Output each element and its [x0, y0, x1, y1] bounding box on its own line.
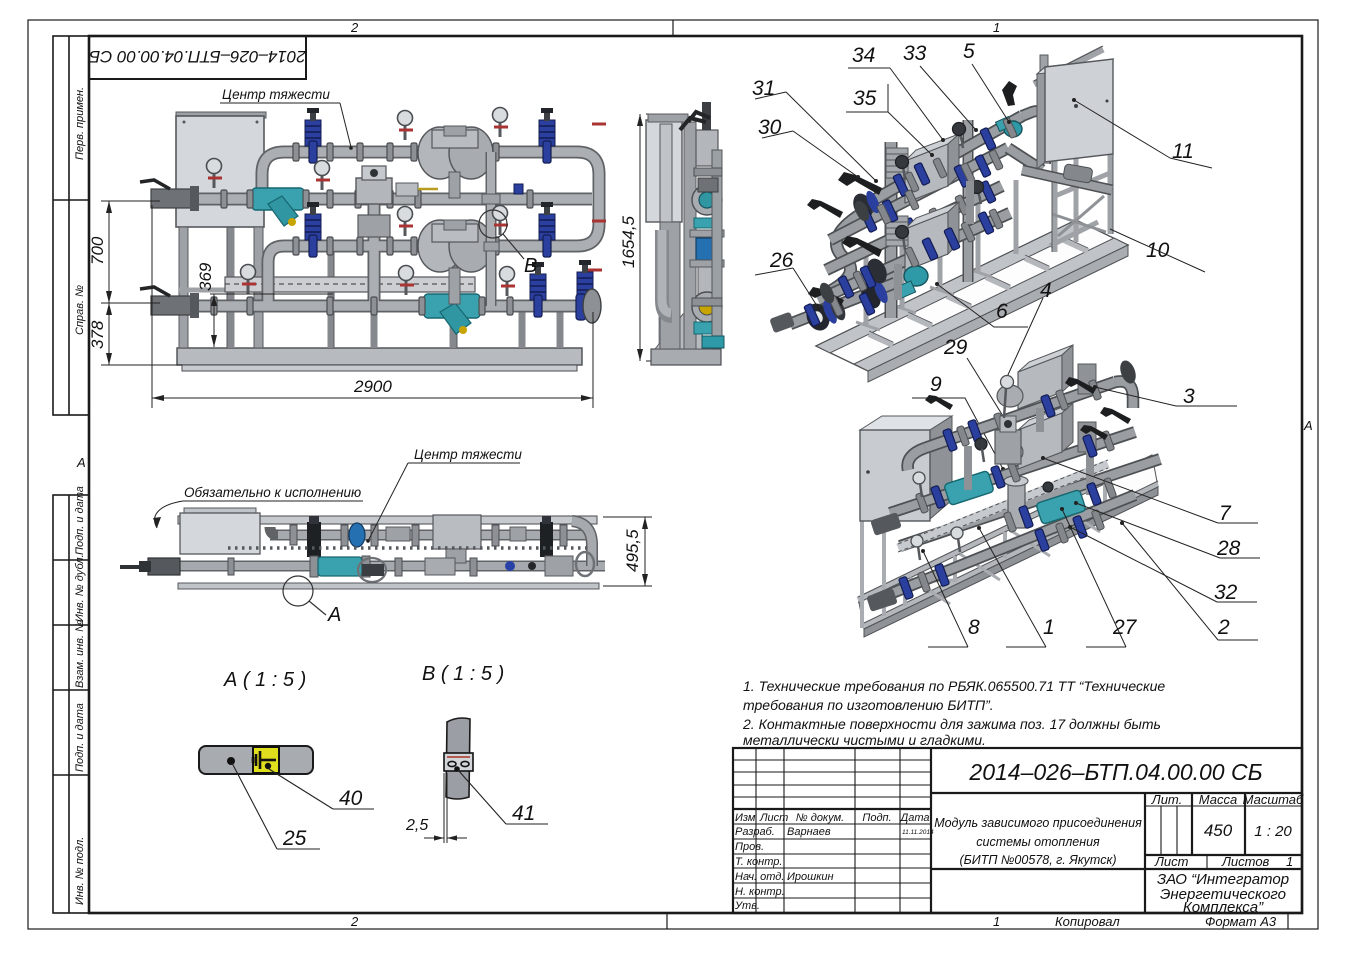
- svg-text:700: 700: [88, 236, 107, 265]
- svg-text:2. Контактные поверхности для: 2. Контактные поверхности для зажима поз…: [742, 716, 1161, 732]
- svg-text:2: 2: [350, 20, 359, 35]
- svg-text:Варнаев: Варнаев: [787, 826, 831, 838]
- svg-text:33: 33: [903, 42, 927, 65]
- svg-text:Лист: Лист: [1154, 854, 1189, 869]
- svg-text:28: 28: [1216, 537, 1241, 560]
- svg-text:Комплекса”: Комплекса”: [1183, 899, 1264, 916]
- svg-text:ЗАО “Интегратор: ЗАО “Интегратор: [1157, 871, 1289, 888]
- svg-text:3: 3: [1183, 385, 1195, 408]
- svg-text:(БИТП №00578, г. Якутск): (БИТП №00578, г. Якутск): [959, 853, 1116, 867]
- svg-text:Подп. и дата: Подп. и дата: [74, 703, 86, 772]
- svg-text:Подп.: Подп.: [862, 812, 891, 824]
- svg-text:А: А: [327, 604, 341, 626]
- svg-text:2014–026–БТП.04.00.00 СБ: 2014–026–БТП.04.00.00 СБ: [89, 47, 307, 66]
- svg-text:Справ. №: Справ. №: [74, 285, 86, 335]
- svg-text:Утв.: Утв.: [734, 900, 760, 912]
- svg-text:1654,5: 1654,5: [619, 215, 638, 268]
- svg-text:B: B: [524, 255, 537, 277]
- svg-text:Инв. № подл.: Инв. № подл.: [74, 837, 86, 905]
- svg-text:35: 35: [853, 87, 877, 110]
- svg-text:системы отопления: системы отопления: [976, 835, 1100, 849]
- svg-text:2,5: 2,5: [405, 817, 428, 834]
- svg-text:495,5: 495,5: [623, 529, 642, 572]
- svg-text:Взам. инв. №: Взам. инв. №: [74, 620, 86, 688]
- svg-text:29: 29: [943, 336, 968, 359]
- svg-text:Формат А3: Формат А3: [1205, 914, 1277, 929]
- svg-text:40: 40: [339, 787, 363, 810]
- svg-text:1: 1: [1043, 616, 1055, 639]
- svg-text:№ докум.: № докум.: [796, 812, 844, 824]
- svg-text:Копировал: Копировал: [1055, 914, 1120, 929]
- svg-text:7: 7: [1219, 502, 1232, 525]
- svg-text:Центр тяжести: Центр тяжести: [222, 87, 330, 102]
- svg-text:26: 26: [769, 249, 794, 272]
- svg-text:1: 1: [1286, 854, 1293, 869]
- svg-text:11: 11: [1172, 140, 1194, 163]
- svg-text:Т. контр.: Т. контр.: [735, 856, 782, 868]
- svg-text:2: 2: [350, 914, 359, 929]
- svg-text:Нач. отд.: Нач. отд.: [735, 871, 784, 883]
- svg-text:27: 27: [1112, 616, 1138, 639]
- svg-text:Подп. и дата: Подп. и дата: [74, 486, 86, 555]
- svg-text:Масса: Масса: [1199, 792, 1237, 807]
- svg-text:31: 31: [752, 77, 775, 100]
- svg-text:2: 2: [1217, 616, 1230, 639]
- svg-text:1. Технические требования по Р: 1. Технические требования по РБЯК.065500…: [743, 678, 1165, 694]
- svg-text:378: 378: [88, 320, 107, 349]
- svg-text:32: 32: [1214, 581, 1238, 604]
- svg-text:2014–026–БТП.04.00.00 СБ: 2014–026–БТП.04.00.00 СБ: [968, 759, 1262, 785]
- svg-text:4: 4: [1040, 279, 1052, 302]
- svg-text:2900: 2900: [353, 377, 392, 396]
- svg-text:Ирошкин: Ирошкин: [787, 871, 834, 883]
- svg-text:А: А: [1303, 418, 1313, 433]
- svg-text:Изм: Изм: [735, 812, 756, 824]
- svg-text:1: 1: [993, 914, 1000, 929]
- svg-text:Инв. № дубл.: Инв. № дубл.: [74, 554, 86, 622]
- svg-text:25: 25: [282, 827, 307, 850]
- svg-text:6: 6: [996, 300, 1008, 323]
- svg-text:Дата: Дата: [898, 812, 929, 824]
- svg-text:9: 9: [930, 373, 942, 396]
- svg-text:Н. контр.: Н. контр.: [735, 886, 785, 898]
- svg-text:металлически чистыми и гладким: металлически чистыми и гладкими.: [743, 732, 986, 748]
- svg-text:А ( 1 : 5 ): А ( 1 : 5 ): [223, 669, 306, 691]
- svg-text:Центр тяжести: Центр тяжести: [414, 447, 522, 462]
- svg-text:требования по изготовлению БИТ: требования по изготовлению БИТП”.: [743, 697, 994, 713]
- svg-text:Лит.: Лит.: [1151, 792, 1182, 807]
- svg-text:Энергетического: Энергетического: [1160, 886, 1286, 903]
- svg-text:8: 8: [968, 616, 980, 639]
- svg-text:Лист: Лист: [759, 812, 788, 824]
- svg-text:369: 369: [196, 262, 215, 291]
- svg-text:11.11.2014: 11.11.2014: [902, 829, 934, 836]
- svg-text:1: 1: [993, 20, 1000, 35]
- svg-text:Модуль зависимого присоединени: Модуль зависимого присоединения: [934, 816, 1142, 830]
- svg-text:30: 30: [758, 116, 782, 139]
- svg-text:Листов: Листов: [1221, 854, 1270, 869]
- svg-text:5: 5: [963, 40, 975, 63]
- svg-text:А: А: [76, 455, 86, 470]
- svg-text:Пров.: Пров.: [735, 841, 764, 853]
- svg-text:Обязательно к исполнению: Обязательно к исполнению: [184, 485, 361, 500]
- svg-text:Разраб.: Разраб.: [735, 826, 775, 838]
- svg-text:34: 34: [852, 44, 875, 67]
- svg-text:Перв. примен.: Перв. примен.: [74, 87, 86, 160]
- svg-text:1 : 20: 1 : 20: [1254, 823, 1292, 840]
- svg-text:41: 41: [512, 802, 535, 825]
- svg-text:450: 450: [1204, 821, 1233, 840]
- svg-text:Масштаб: Масштаб: [1243, 792, 1304, 807]
- svg-text:B ( 1 : 5 ): B ( 1 : 5 ): [422, 663, 504, 685]
- svg-text:10: 10: [1146, 239, 1170, 262]
